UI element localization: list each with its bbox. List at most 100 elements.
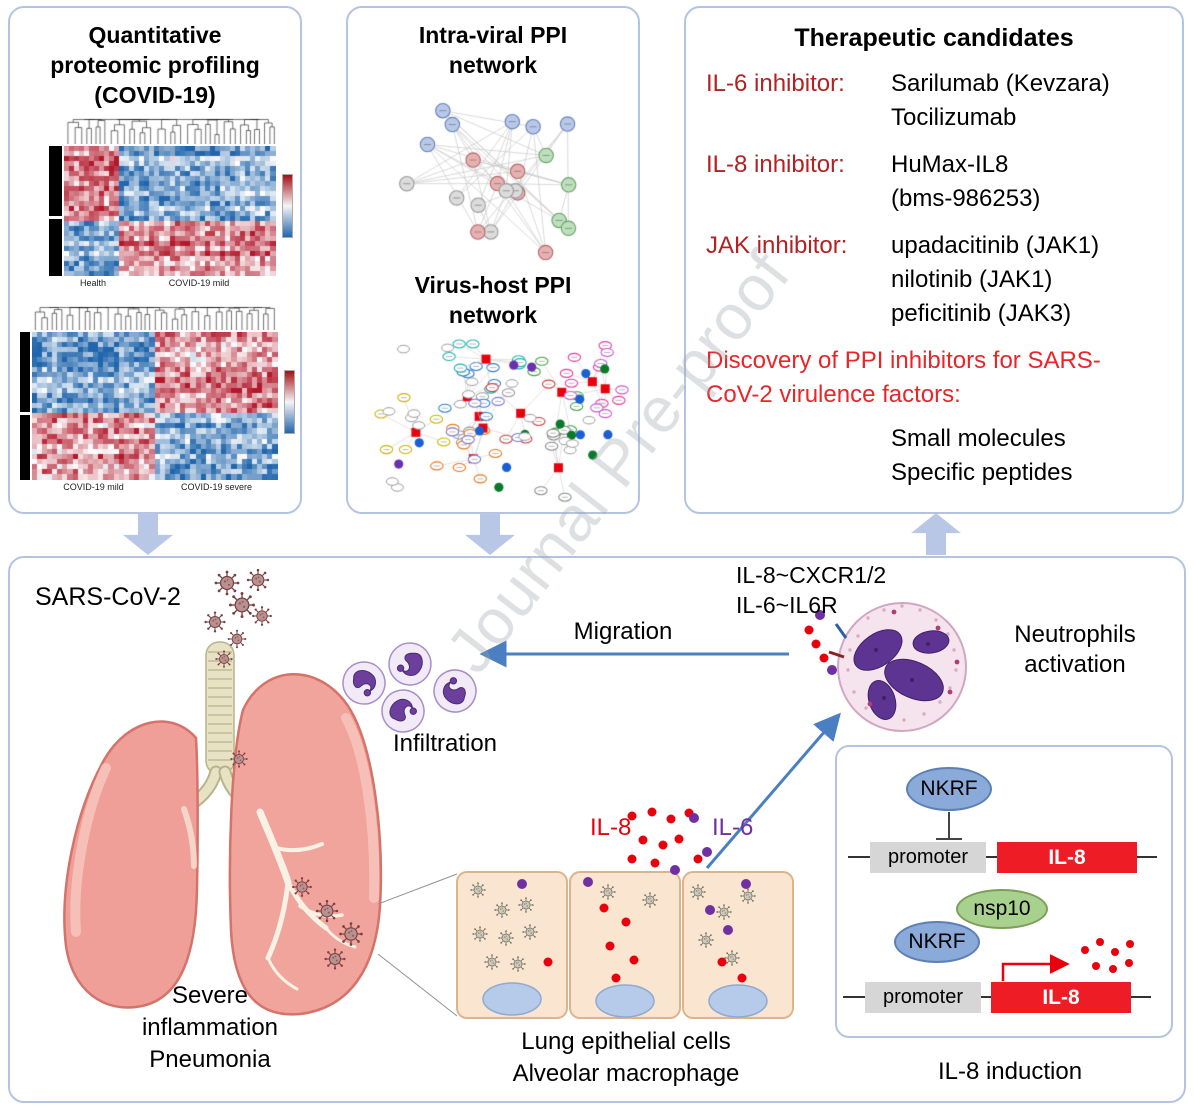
infiltration-label: Infiltration <box>392 730 498 757</box>
title-line: network <box>448 52 538 78</box>
heatmap1-right-label: COVID-19 mild <box>168 278 230 288</box>
text-line: inflammation <box>141 1014 279 1041</box>
discovery-items: Small molecules Specific peptides <box>891 422 1182 490</box>
text-line: IL-6~IL6R <box>736 592 838 618</box>
therapy-drugs: Sarilumab (Kevzara) Tocilizumab <box>891 67 1110 135</box>
therapy-group-il6: IL-6 inhibitor: Sarilumab (Kevzara) Toci… <box>706 67 1182 135</box>
infiltrating-cells <box>338 640 483 741</box>
heatmap2-left-label: COVID-19 mild <box>63 482 124 492</box>
panel-ppi-networks: Intra-viral PPI network Virus-host PPI n… <box>346 6 640 514</box>
drug-name: Tocilizumab <box>891 104 1017 131</box>
text-line: Pneumonia <box>149 1046 271 1073</box>
heatmap2-dendrogram <box>32 306 278 330</box>
title-line: network <box>448 302 538 328</box>
therapy-drugs: HuMax-IL8 (bms-986253) <box>891 148 1040 216</box>
flow-arrow-down-proteomics <box>123 513 173 555</box>
heatmap1-health-vs-mild <box>64 146 276 276</box>
il8-gene-box: IL-8 <box>997 842 1137 873</box>
therapy-label: IL-8 inhibitor: <box>706 151 845 178</box>
nkrf-ellipse-bound: NKRF <box>894 921 980 963</box>
nkrf-ellipse: NKRF <box>906 767 992 811</box>
lung-epithelial-cells <box>456 871 794 1019</box>
il8-label: IL-8 <box>590 814 632 841</box>
heatmap2-mild-vs-severe <box>32 332 278 480</box>
il8-induction-panel <box>835 745 1173 1038</box>
severe-inflammation-label: Severe inflammation Pneumonia <box>120 980 300 1076</box>
migration-label: Migration <box>573 618 673 645</box>
drug-name: Sarilumab (Kevzara) <box>891 70 1110 97</box>
therapy-group-jak: JAK inhibitor: upadacitinib (JAK1) nilot… <box>706 229 1182 331</box>
heatmap2-colorbar <box>284 370 295 434</box>
nsp10-ellipse: nsp10 <box>956 889 1048 929</box>
left-lung <box>63 720 199 1009</box>
heatmap2-row-annotation <box>20 332 30 480</box>
title-line: Quantitative <box>88 22 222 48</box>
intra-viral-network-graph <box>376 90 614 268</box>
intracellular-virions <box>469 881 757 973</box>
promoter-box: promoter <box>870 842 986 873</box>
therapy-label: IL-6 inhibitor: <box>706 70 845 97</box>
heatmap1-row-annotation <box>49 146 62 276</box>
text-line: Neutrophils <box>1014 621 1136 648</box>
text-line: Discovery of PPI inhibitors for SARS- <box>706 347 1101 374</box>
neutrophils-activation-label: Neutrophils activation <box>985 620 1165 680</box>
panel-proteomics: Quantitative proteomic profiling (COVID-… <box>8 6 302 514</box>
therapeutics-title: Therapeutic candidates <box>794 24 1074 52</box>
therapy-group-il8: IL-8 inhibitor: HuMax-IL8 (bms-986253) <box>706 148 1182 216</box>
text-line: activation <box>1024 651 1126 678</box>
multilobed-nucleus <box>853 629 950 720</box>
virus-host-network-graph <box>360 338 630 510</box>
granules <box>846 604 958 722</box>
trachea <box>205 641 235 775</box>
text-line: Lung epithelial cells <box>521 1028 731 1055</box>
il6-label: IL-6 <box>712 814 754 841</box>
flow-arrow-down-ppi <box>465 513 515 555</box>
text-line: IL-8~CXCR1/2 <box>736 562 887 588</box>
drug-name: HuMax-IL8 <box>891 151 1009 178</box>
il6r-receptor <box>828 650 845 659</box>
text-line: Small molecules <box>891 425 1066 452</box>
il8-gene-box-2: IL-8 <box>991 982 1131 1013</box>
title-line: Intra-viral PPI <box>418 22 568 48</box>
drug-name: (bms-986253) <box>891 185 1041 212</box>
lungs-illustration <box>63 641 383 1016</box>
magnifier-lines <box>377 873 458 1017</box>
cell-nucleus <box>595 984 655 1018</box>
heatmap1-colorbar <box>282 174 293 238</box>
drug-name: nilotinib (JAK1) <box>891 266 1053 293</box>
sars-cov-2-virions <box>203 568 364 971</box>
text-line: Alveolar macrophage <box>512 1060 740 1087</box>
il8-molecules <box>543 625 829 983</box>
receptor-pairs-label: IL-8~CXCR1/2 IL-6~IL6R <box>736 560 886 620</box>
panel-therapeutics: Therapeutic candidates IL-6 inhibitor: S… <box>684 6 1184 514</box>
right-lung <box>228 673 383 1016</box>
text-line: Severe <box>171 982 249 1009</box>
intra-viral-title: Intra-viral PPI network <box>348 20 638 80</box>
therapy-label: JAK inhibitor: <box>706 232 848 259</box>
discovery-statement: Discovery of PPI inhibitors for SARS- Co… <box>706 344 1182 412</box>
flow-arrow-up-therapeutics <box>911 513 961 555</box>
heatmap2-right-label: COVID-19 severe <box>180 482 253 492</box>
heatmap1-left-label: Health <box>79 278 106 288</box>
therapy-drugs: upadacitinib (JAK1) nilotinib (JAK1) pef… <box>891 229 1099 331</box>
text-line: CoV-2 virulence factors: <box>706 381 961 408</box>
heatmap1-dendrogram <box>64 118 276 144</box>
cell-nucleus <box>482 982 542 1016</box>
cell-nucleus <box>708 984 768 1018</box>
promoter-box-2: promoter <box>865 982 981 1013</box>
cxcr-receptor <box>834 623 848 639</box>
text-line: Specific peptides <box>891 459 1073 486</box>
neutrophil <box>828 602 967 732</box>
title-line: Virus-host PPI <box>414 272 572 298</box>
proteomics-title: Quantitative proteomic profiling (COVID-… <box>10 20 300 110</box>
title-line: (COVID-19) <box>94 82 216 108</box>
il6-molecules <box>517 610 837 935</box>
drug-name: upadacitinib (JAK1) <box>891 232 1100 259</box>
il8-induction-caption: IL-8 induction <box>937 1058 1083 1085</box>
panel-mechanism: NKRF promoter IL-8 nsp10 NKRF promoter I… <box>8 556 1186 1103</box>
epithelial-macrophage-label: Lung epithelial cells Alveolar macrophag… <box>448 1026 804 1090</box>
drug-name: peficitinib (JAK3) <box>891 300 1072 327</box>
title-line: proteomic profiling <box>50 52 260 78</box>
cytokine-to-neutrophil-arrow <box>705 712 841 869</box>
virus-host-title: Virus-host PPI network <box>348 270 638 330</box>
